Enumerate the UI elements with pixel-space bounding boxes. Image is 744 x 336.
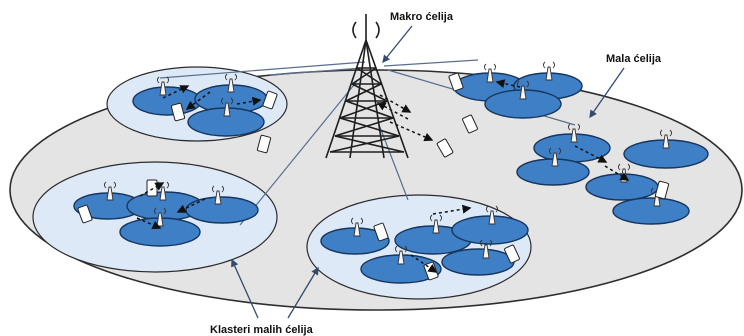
phone-icon: [462, 114, 478, 134]
small-cell: [185, 196, 259, 224]
phone-icon: [170, 102, 186, 122]
small-cell-antenna-icon: [224, 73, 238, 93]
small-cell-antenna-icon: [211, 185, 225, 205]
small-cell-antenna-icon: [542, 61, 556, 81]
small-cell-antenna-icon: [483, 63, 497, 83]
phone-icon: [448, 72, 464, 92]
small-cell-antenna-icon: [220, 97, 234, 117]
small-cell-group-left: [73, 191, 259, 247]
user-devices: [77, 72, 670, 281]
small-cell: [441, 248, 515, 276]
small-cell-group-top-right: [453, 72, 583, 119]
phone-icon: [256, 134, 272, 154]
tower-icon: [325, 14, 409, 159]
small-cell-antenna-icon: [350, 217, 364, 237]
small-cell-label: Mala ćelija: [606, 53, 662, 65]
phone-icon: [77, 204, 93, 224]
small-cell-antennas: [103, 61, 673, 265]
small-cell-group-top-left: [132, 84, 268, 137]
phone-icon: [436, 138, 454, 158]
small-cell-antenna-icon: [479, 239, 493, 259]
label-pointers: [231, 25, 625, 319]
phone-icon: [262, 90, 278, 110]
phone-icon: [654, 180, 670, 200]
clusters-label: Klasteri malih ćelija: [210, 324, 314, 336]
small-cell-antenna-icon: [567, 123, 581, 143]
small-cell-antenna-icon: [103, 181, 117, 201]
small-cell-antenna-icon: [548, 147, 562, 167]
phone-icon: [504, 244, 520, 264]
macro-cell-label: Makro ćelija: [390, 11, 454, 23]
small-cell-antenna-icon: [429, 214, 443, 234]
small-cell: [612, 197, 690, 225]
small-cell: [132, 86, 202, 116]
small-cell-antenna-icon: [516, 80, 530, 100]
phone-icon: [373, 222, 389, 242]
small-cell-antenna-icon: [394, 245, 408, 265]
phone-icon: [146, 179, 158, 197]
small-cell-antenna-icon: [156, 76, 170, 96]
small-cell-antenna-icon: [485, 205, 499, 225]
small-cell-antenna-icon: [659, 129, 673, 149]
